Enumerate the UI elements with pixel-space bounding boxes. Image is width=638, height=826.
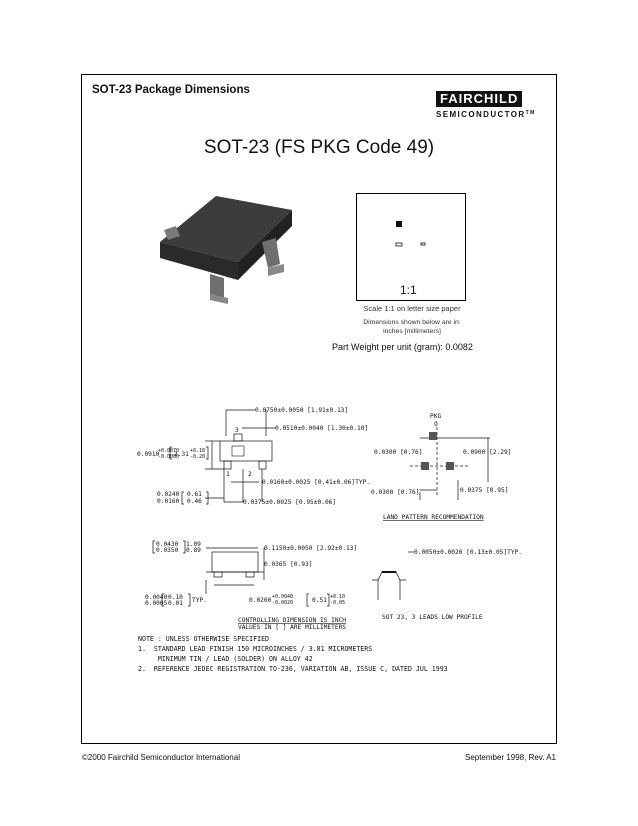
top-dim-bl-in-1: 0.0240 [157, 491, 180, 498]
side-dim-bl-mm-1: 0.10 [168, 594, 183, 601]
fairchild-logo: FAIRCHILD SEMICONDUCTORTM [436, 90, 554, 119]
package-3d-render [160, 196, 292, 304]
side-dim-tl-in-1: 0.0430 [156, 541, 179, 548]
side-dim-height: 0.0365 [0.93] [264, 561, 312, 568]
pin-1-label: 1 [226, 471, 230, 478]
top-dim-left-in: 0.0910 [137, 451, 160, 458]
side-dim-length: 0.1150±0.0050 [2.92±0.13] [264, 545, 357, 552]
side-dim-bm-mm-dn: -0.05 [330, 600, 345, 606]
millimeters-note: VALUES IN [ ] ARE MILLIMETERS [238, 624, 346, 631]
top-dim-left-in-tol-up: +0.0070 [158, 448, 179, 454]
land-dim-3: 0.0375 [0.95] [460, 487, 508, 494]
profile-dim: 0.0050±0.0020 [0.13±0.05]TYP. [414, 549, 522, 556]
side-dim-tl-mm-1: 1.09 [186, 541, 201, 548]
top-dim-bl-mm-2: 0.46 [187, 498, 202, 505]
top-dim-left-mm: 2.31 [174, 451, 189, 458]
side-dim-bm-in: 0.0200 [249, 597, 272, 604]
notes-heading: NOTE : UNLESS OTHERWISE SPECIFIED [138, 635, 270, 643]
top-dim-pitch: 0.0375±0.0025 [0.95±0.06] [243, 499, 336, 506]
scale-ratio: 1:1 [400, 283, 417, 297]
notes-block: NOTE : UNLESS OTHERWISE SPECIFIED 1. STA… [138, 634, 448, 674]
side-dim-bm-mm-up: +0.10 [330, 594, 345, 600]
note-2: 2. REFERENCE JEDEC REGISTRATION TO-236, … [138, 665, 448, 673]
section-title: SOT-23 Package Dimensions [92, 84, 250, 96]
scale-view-box [356, 193, 466, 301]
side-dim-bm-mm: 0.51 [312, 597, 327, 604]
part-weight: Part Weight per unit (gram): 0.0082 [332, 342, 473, 352]
profile-caption: SOT 23, 3 LEADS LOW PROFILE [382, 614, 483, 621]
dimensions-note-line-1: Dimensions shown below are in: [363, 319, 461, 326]
land-dim-1: 0.0300 [0.76] [374, 449, 422, 456]
scale-package-icon [395, 221, 426, 247]
pin-3-label: 3 [235, 427, 239, 434]
side-dim-typ: TYP. [192, 597, 207, 604]
logo-brand-top: FAIRCHILD [436, 91, 523, 107]
page-title: SOT-23 (FS PKG Code 49) [203, 137, 435, 158]
page-frame [81, 74, 557, 744]
side-dim-tl-in-2: 0.0350 [156, 547, 179, 554]
pin-2-label: 2 [248, 471, 252, 478]
top-dim-left-mm-tol-dn: -0.20 [190, 454, 205, 460]
top-dim-lead-width: 0.0160±0.0025 [0.41±0.06]TYP. [262, 479, 370, 486]
top-dim-width: 0.0750±0.0050 [1.91±0.13] [255, 407, 348, 414]
footer-copyright: ©2000 Fairchild Semiconductor Internatio… [82, 753, 240, 762]
logo-tm: TM [525, 110, 536, 116]
footer-revision: September 1998, Rev. A1 [464, 753, 556, 762]
top-dim-bl-in-2: 0.0160 [157, 498, 180, 505]
dimensions-note-line-2: inches [millimeters] [383, 328, 441, 335]
top-dim-left-mm-tol-up: +0.18 [190, 448, 205, 454]
land-pkg-label: PKG [430, 413, 441, 420]
land-dim-4: 0.0300 [0.76] [371, 489, 419, 496]
controlling-dimension-note: CONTROLLING DIMENSION IS INCH [238, 617, 346, 624]
dimensions-note: Dimensions shown below are in: inches [m… [352, 318, 472, 336]
land-dim-2: 0.0900 [2.29] [463, 449, 511, 456]
side-dim-bm-in-up: +0.0040 [272, 594, 293, 600]
land-centerline-label: C [434, 421, 438, 428]
land-pattern-caption: LAND PATTERN RECOMMENDATION [383, 514, 484, 521]
logo-brand-bottom-text: SEMICONDUCTOR [436, 110, 526, 119]
side-dim-tl-mm-2: 0.89 [186, 547, 201, 554]
side-dim-bm-in-dn: -0.0020 [272, 600, 293, 606]
side-dim-bl-mm-2: 0.01 [168, 600, 183, 607]
side-dim-bl-in-1: 0.0040 [145, 594, 168, 601]
note-1a: 1. STANDARD LEAD FINISH 150 MICROINCHES … [138, 645, 373, 653]
note-1b: MINIMUM TIN / LEAD (SOLDER) ON ALLOY 42 [138, 655, 313, 663]
top-dim-left-in-tol-dn: -0.0080 [158, 454, 179, 460]
scale-note: Scale 1:1 on letter size paper [363, 304, 461, 313]
top-dim-body: 0.0510±0.0040 [1.30±0.10] [275, 425, 368, 432]
logo-brand-bottom: SEMICONDUCTORTM [436, 110, 554, 119]
side-dim-bl-in-2: 0.0005 [145, 600, 168, 607]
top-dim-bl-mm-1: 0.61 [187, 491, 202, 498]
